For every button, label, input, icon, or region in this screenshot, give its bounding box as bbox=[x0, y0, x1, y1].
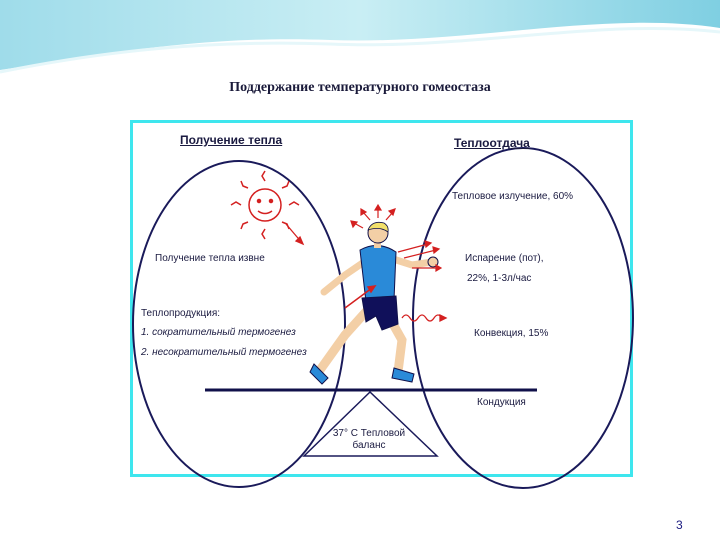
label-convection: Конвекция, 15% bbox=[474, 328, 549, 339]
label-evaporation: Испарение (пот), bbox=[465, 253, 544, 264]
label-conduction: Кондукция bbox=[477, 397, 526, 408]
page-number: 3 bbox=[676, 518, 683, 532]
label-radiation: Тепловое излучение, 60% bbox=[452, 191, 574, 202]
label-non-shivering: 2. несократительный термогенез bbox=[141, 347, 307, 358]
heat-gain-header: Получение тепла bbox=[180, 133, 283, 147]
label-shivering: 1. сократительный термогенез bbox=[141, 327, 296, 338]
balance-triangle bbox=[302, 390, 439, 457]
sun-ray-arrow bbox=[285, 223, 305, 246]
radiation-arrows bbox=[350, 203, 443, 273]
balance-line-1: 37° С Тепловой bbox=[332, 428, 406, 439]
heat-production-arrow bbox=[344, 285, 377, 309]
page-title: Поддержание температурного гомеостаза bbox=[229, 80, 491, 95]
label-heat-production: Теплопродукция: bbox=[141, 308, 221, 319]
heat-gain-ellipse bbox=[132, 160, 346, 488]
sun-icon bbox=[230, 170, 300, 240]
balance-line-2: баланс bbox=[352, 440, 386, 451]
heat-loss-ellipse bbox=[412, 147, 634, 489]
wavy-arrow-icon bbox=[401, 313, 448, 323]
label-evaporation-rate: 22%, 1-3л/час bbox=[467, 273, 532, 284]
header-wave-decoration bbox=[0, 0, 720, 74]
label-heat-external: Получение тепла извне bbox=[155, 253, 265, 264]
heat-loss-header: Теплоотдача bbox=[454, 136, 530, 150]
balance-label: 37° С Тепловой баланс bbox=[330, 428, 408, 452]
